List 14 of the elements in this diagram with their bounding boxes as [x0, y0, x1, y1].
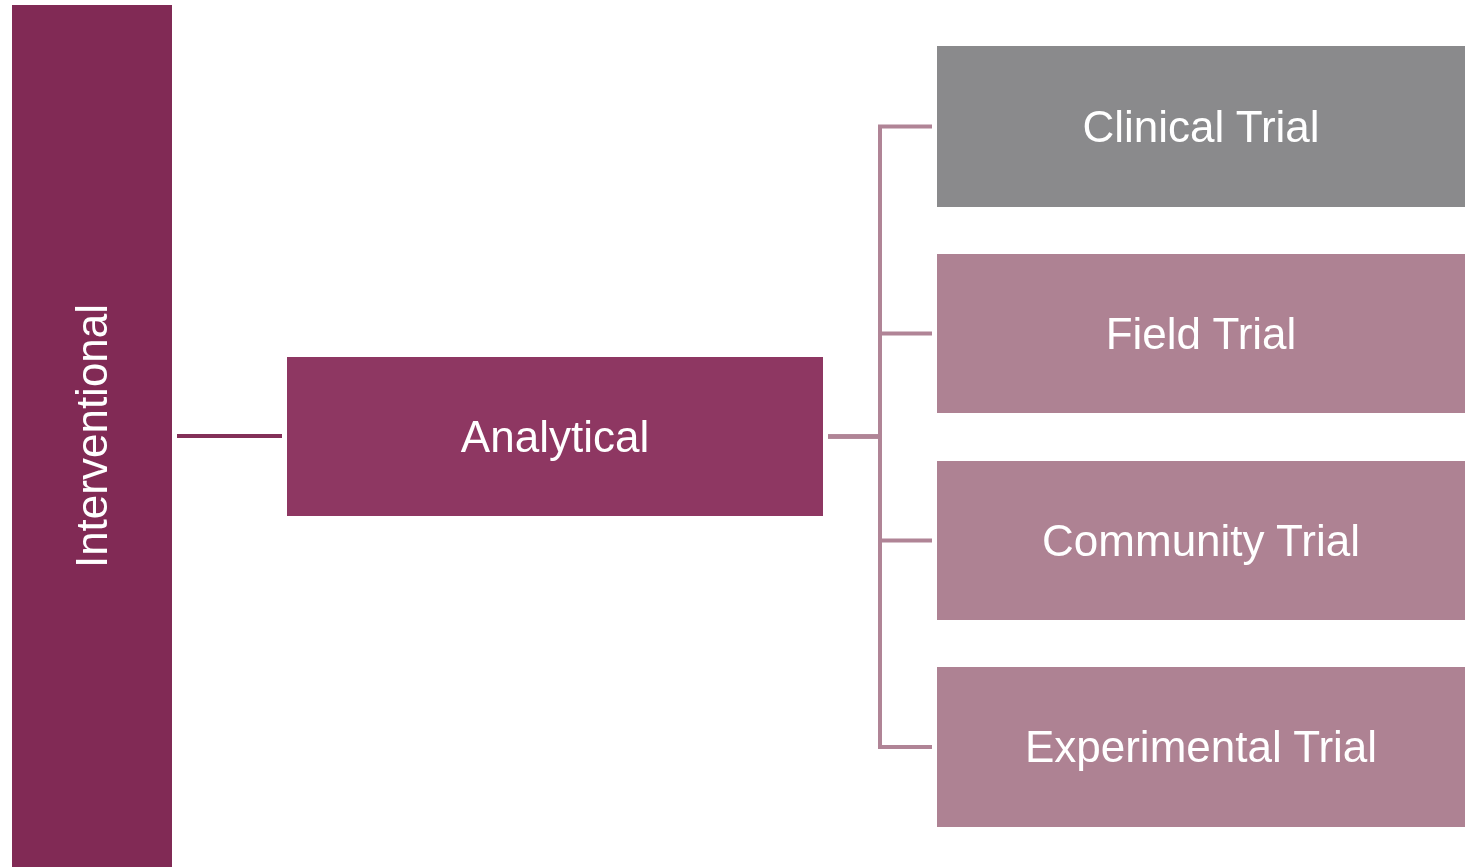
category-box: [937, 667, 1465, 827]
category-box: [287, 357, 823, 516]
box-label: Analytical: [460, 411, 650, 462]
category-box: [937, 46, 1465, 207]
connector-line: [828, 434, 932, 749]
box-label: Clinical Trial: [1082, 101, 1320, 152]
box-label: Interventional: [67, 303, 117, 569]
category-box: [937, 254, 1465, 413]
category-box: [937, 461, 1465, 620]
box-label: Community Trial: [1042, 515, 1360, 566]
box-label: Field Trial: [1105, 308, 1297, 359]
category-bar: [12, 5, 172, 867]
connector-line: [177, 434, 282, 438]
box-label: Experimental Trial: [1024, 722, 1378, 772]
